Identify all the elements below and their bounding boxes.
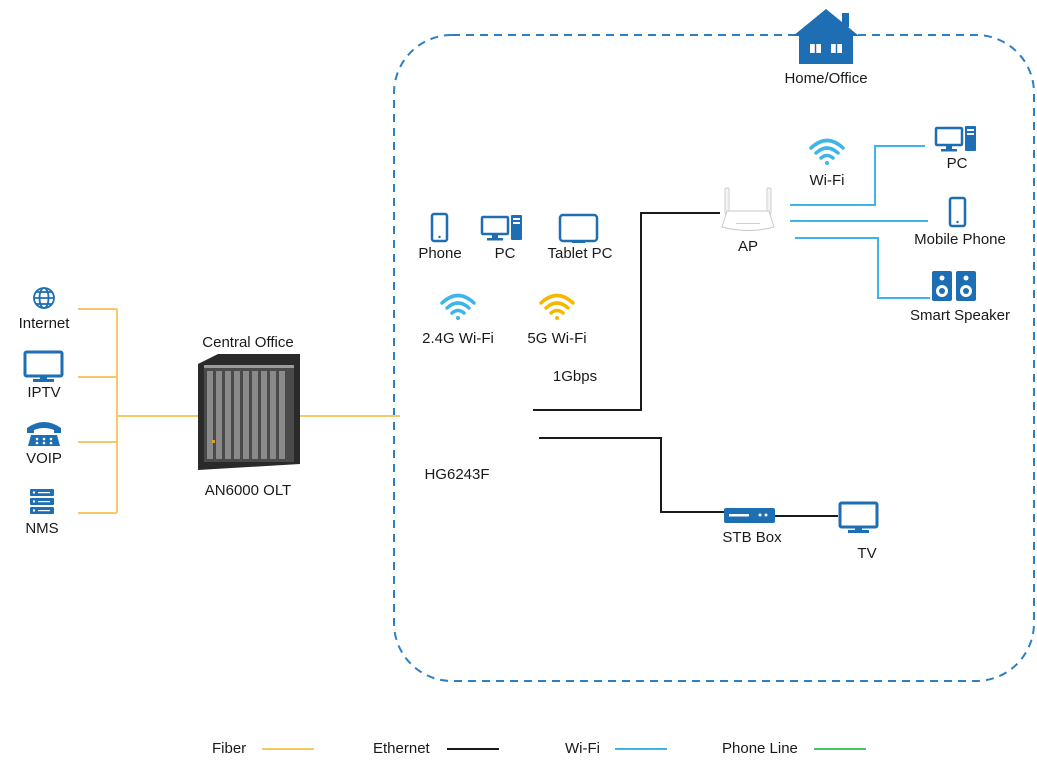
olt-chassis-icon: [198, 354, 300, 470]
legend-swatch-phone-line: [814, 748, 866, 750]
home-office-label: Home/Office: [784, 70, 868, 87]
tv-icon: [838, 501, 879, 533]
olt-bottom-label: AN6000 OLT: [204, 482, 292, 499]
ont-device-label-phone: Phone: [418, 245, 462, 262]
stb-label: STB Box: [722, 529, 782, 546]
olt-top-label: Central Office: [202, 334, 294, 351]
pc-icon: [934, 126, 976, 152]
home-office-boundary: [393, 34, 1035, 682]
wifi-24-label: 2.4G Wi-Fi: [422, 330, 494, 347]
access-point-icon: [721, 187, 775, 231]
monitor-icon: [23, 350, 64, 382]
server-icon: [30, 489, 54, 514]
source-label-internet: Internet: [18, 315, 70, 332]
speaker-icon: [932, 271, 976, 301]
ont-device-label-pc: PC: [494, 245, 516, 262]
phone-icon: [948, 196, 967, 228]
ap-label: AP: [737, 238, 759, 255]
wifi-5-label: 5G Wi-Fi: [527, 330, 587, 347]
wifi-icon: [809, 138, 845, 165]
legend-label-ethernet: Ethernet: [373, 740, 430, 757]
tv-label: TV: [857, 545, 877, 562]
ap-client-label-smart-speaker: Smart Speaker: [909, 307, 1011, 324]
uplink-speed-label: 1Gbps: [552, 368, 598, 385]
telephone-icon: [27, 422, 61, 446]
fiber-links: [78, 308, 400, 514]
house-icon: [793, 9, 859, 64]
ap-wifi-label: Wi-Fi: [809, 172, 845, 189]
legend-label-wifi: Wi-Fi: [565, 740, 600, 757]
source-label-voip: VOIP: [26, 450, 62, 467]
pc-icon: [480, 215, 522, 241]
legend-label-fiber: Fiber: [212, 740, 247, 757]
legend-swatch-wifi: [615, 748, 667, 750]
ont-device-label-tablet: Tablet PC: [547, 245, 613, 262]
tablet-icon: [558, 213, 599, 243]
source-label-iptv: IPTV: [27, 384, 61, 401]
source-label-nms: NMS: [25, 520, 59, 537]
ap-client-label-pc: PC: [946, 155, 968, 172]
set-top-box-icon: [724, 508, 775, 523]
wifi-links: [790, 145, 930, 299]
ethernet-links: [533, 212, 838, 517]
globe-icon: [33, 287, 55, 309]
legend-swatch-fiber: [262, 748, 314, 750]
ap-client-label-mobile-phone: Mobile Phone: [914, 231, 1006, 248]
legend-label-phone-line: Phone Line: [722, 740, 798, 757]
phone-icon: [430, 212, 449, 243]
wifi-2g-icon: [440, 293, 476, 320]
ont-label: HG6243F: [424, 466, 490, 483]
wifi-5g-icon: [539, 293, 575, 320]
legend-swatch-ethernet: [447, 748, 499, 750]
